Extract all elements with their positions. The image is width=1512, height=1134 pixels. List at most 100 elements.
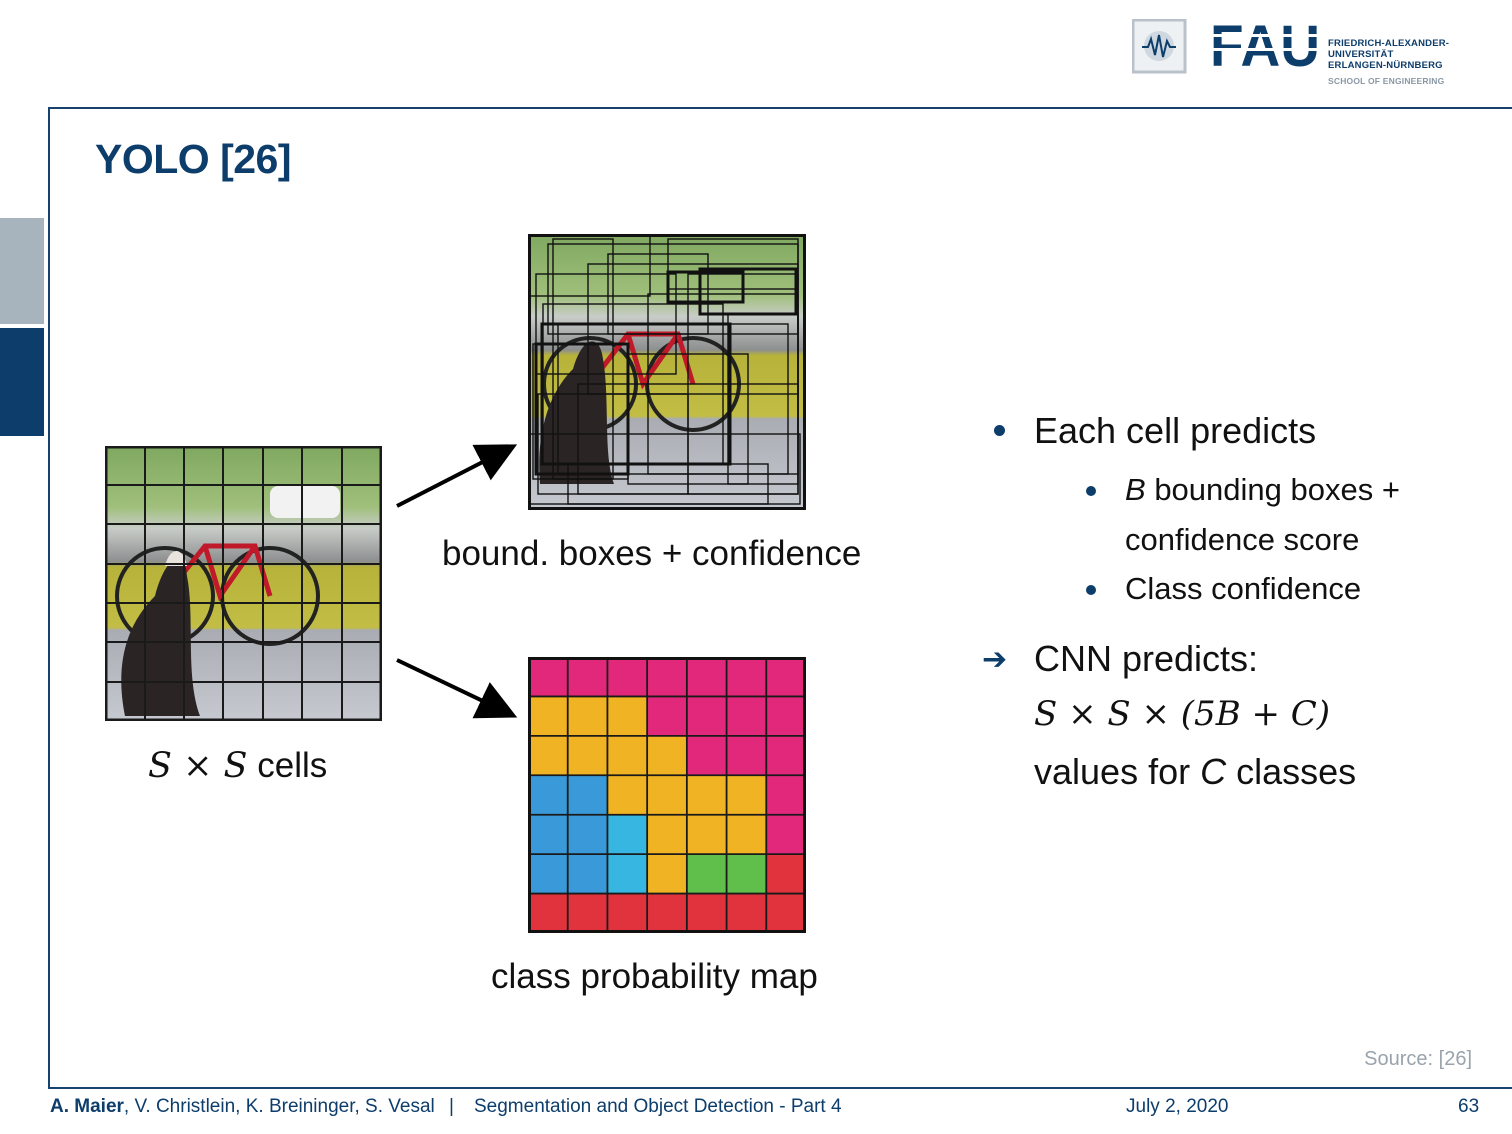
cnn-predicts: CNN predicts:	[1034, 638, 1259, 679]
probmap-cell-yellow	[647, 814, 688, 855]
probmap-cell-yellow	[567, 696, 608, 737]
values-line: values for C classes	[1034, 751, 1356, 793]
probmap-cell-green	[726, 854, 767, 895]
sub-bullet-bounding-boxes: B bounding boxes +	[1125, 472, 1400, 508]
probmap-cell-red	[528, 893, 569, 933]
footer-coauthors: , V. Christlein, K. Breininger, S. Vesal	[123, 1096, 435, 1117]
frame-top-line	[48, 107, 1512, 109]
probmap-cell-blue	[528, 854, 569, 895]
footer-authors: A. Maier, V. Christlein, K. Breininger, …	[50, 1096, 435, 1118]
probmap-cell-pink	[647, 657, 688, 697]
var-b: B	[1125, 472, 1146, 507]
source-citation: Source: [26]	[1364, 1048, 1472, 1070]
footer-page-number: 63	[1458, 1096, 1480, 1117]
boxes-caption: bound. boxes + confidence	[442, 534, 862, 573]
probmap-cell-yellow	[647, 735, 688, 776]
footer-main-author: A. Maier	[50, 1096, 124, 1117]
bullet-dot-icon	[1086, 585, 1096, 595]
logo-abbrev: FAU	[1210, 20, 1320, 70]
classes-word: classes	[1236, 751, 1357, 792]
probmap-cell-yellow	[607, 735, 648, 776]
logo-university-name: FRIEDRICH-ALEXANDER- UNIVERSITÄT ERLANGE…	[1328, 38, 1449, 71]
side-tab-inactive	[0, 218, 44, 324]
probmap-cell-pink	[686, 735, 728, 776]
probmap-cell-blue	[567, 775, 608, 816]
var-c: C	[1200, 751, 1227, 792]
grid-word: cells	[257, 746, 328, 785]
slide-title: YOLO [26]	[95, 136, 291, 182]
probmap-cell-red	[607, 893, 648, 933]
probmap-cell-pink	[726, 696, 767, 737]
probmap-cell-pink	[726, 735, 767, 776]
probmap-cell-pink	[766, 814, 806, 855]
probmap-cell-yellow	[567, 735, 608, 776]
class-probability-map	[528, 657, 806, 933]
values-for: values for	[1034, 751, 1191, 792]
probmap-cell-red	[686, 893, 728, 933]
probmap-cell-pink	[766, 775, 806, 816]
arrow-to-boxes-icon	[396, 444, 518, 508]
grid-photo-image	[105, 446, 382, 721]
wave-emblem-icon	[1132, 19, 1187, 74]
probmap-cell-blue	[528, 814, 569, 855]
probmap-cell-yellow	[726, 775, 767, 816]
sub-bullet-class-confidence: Class confidence	[1125, 571, 1362, 606]
bullet-dot-icon	[1086, 486, 1096, 496]
logo-line-1: FRIEDRICH-ALEXANDER-	[1328, 38, 1450, 49]
bounding-boxes-image	[528, 234, 806, 510]
probmap-caption: class probability map	[491, 957, 818, 996]
probmap-cell-yellow	[528, 735, 569, 776]
probmap-cell-pink	[726, 657, 767, 697]
probmap-cell-yellow	[647, 854, 688, 895]
probmap-cell-pink	[766, 657, 806, 697]
probmap-cell-pink	[567, 657, 608, 697]
bullet-each-cell: Each cell predicts	[1034, 410, 1317, 451]
footer-separator: |	[449, 1096, 454, 1117]
probmap-cell-pink	[647, 696, 688, 737]
grid-symbol: S × S	[148, 746, 248, 786]
probmap-cell-red	[766, 854, 806, 895]
bullet-dot-icon	[994, 425, 1005, 436]
logo-line-3: ERLANGEN-NÜRNBERG	[1328, 60, 1443, 71]
probmap-cell-yellow	[647, 775, 688, 816]
arrow-to-probmap-icon	[396, 658, 518, 719]
probmap-cell-pink	[686, 696, 728, 737]
probmap-cell-yellow	[607, 696, 648, 737]
side-tab-active	[0, 328, 44, 436]
probmap-cell-yellow	[686, 775, 728, 816]
probmap-cell-red	[567, 893, 608, 933]
sub-bullet-rest: bounding boxes +	[1154, 472, 1400, 507]
probmap-cell-pink	[686, 657, 728, 697]
probmap-cell-pink	[607, 657, 648, 697]
probmap-border	[528, 657, 806, 933]
output-formula: S × S × (5B + C)	[1034, 694, 1331, 734]
fau-letters-icon: FAU	[1210, 20, 1322, 70]
probmap-cell-cyan	[607, 854, 648, 895]
probmap-cell-pink	[766, 696, 806, 737]
probmap-cell-yellow	[528, 696, 569, 737]
probmap-cell-blue	[528, 775, 569, 816]
probmap-cell-green	[686, 854, 728, 895]
frame-bottom-line	[48, 1087, 1512, 1089]
probmap-cell-red	[726, 893, 767, 933]
logo-school: SCHOOL OF ENGINEERING	[1328, 76, 1445, 86]
probmap-cell-blue	[567, 854, 608, 895]
arrow-bullet-icon: ➔	[982, 643, 1008, 676]
logo-line-2: UNIVERSITÄT	[1328, 49, 1394, 60]
probmap-cell-pink	[528, 657, 569, 697]
arrows-graphic	[396, 444, 518, 719]
probmap-cell-yellow	[726, 814, 767, 855]
probmap-cell-blue	[567, 814, 608, 855]
footer-lecture-title: Segmentation and Object Detection - Part…	[474, 1096, 842, 1117]
probmap-cell-red	[647, 893, 688, 933]
frame-left-line	[48, 107, 50, 1089]
probmap-cell-red	[766, 893, 806, 933]
fau-logo: FAU FRIEDRICH-ALEXANDER- UNIVERSITÄT ERL…	[1132, 16, 1462, 88]
probmap-cell-yellow	[607, 775, 648, 816]
probmap-cell-cyan	[607, 814, 648, 855]
sub-bullet-line2: confidence score	[1125, 522, 1360, 557]
probmap-cell-pink	[766, 735, 806, 776]
footer-date: July 2, 2020	[1126, 1096, 1229, 1117]
grid-caption: S × S cells	[148, 746, 327, 786]
probmap-cell-yellow	[686, 814, 728, 855]
